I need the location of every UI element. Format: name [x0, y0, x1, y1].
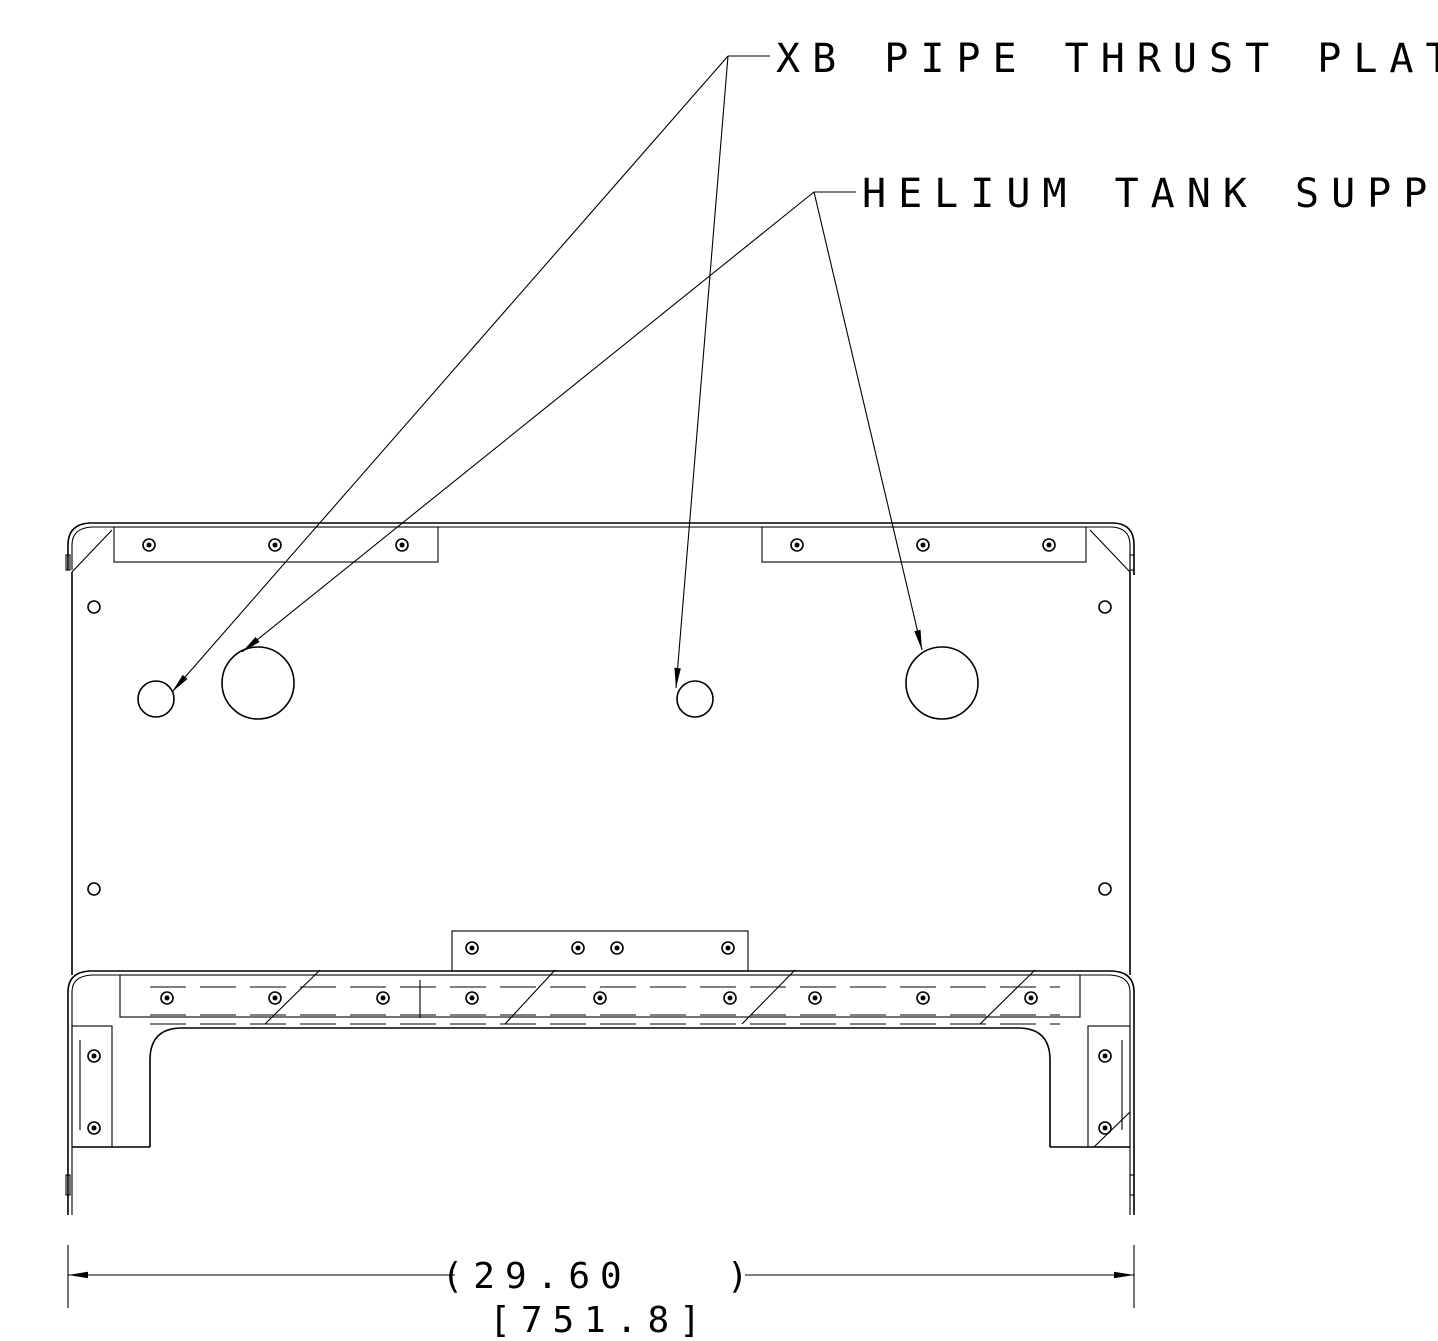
bolt-icon — [87, 1049, 101, 1063]
callout-helium-tank-support: HELIUM TANK SUPPORT — [241, 171, 1438, 653]
xb-pipe-hole — [137, 680, 175, 718]
bolt-icon — [916, 538, 930, 552]
xb-pipe-thrust-plate-label: XB PIPE THRUST PLATE — [776, 36, 1438, 82]
bolt-icon — [268, 538, 282, 552]
dimension-imperial: (29.60 ) — [442, 1256, 759, 1297]
mounting-hole — [1098, 882, 1112, 896]
bolt-icon — [593, 991, 607, 1005]
helium-tank-hole — [905, 646, 979, 720]
mounting-hole — [87, 600, 101, 614]
bolt-icon — [571, 941, 585, 955]
bolt-icon — [376, 991, 390, 1005]
bolt-icon — [1098, 1049, 1112, 1063]
xb-pipe-hole — [676, 680, 714, 718]
base-channel — [65, 554, 1135, 1215]
bolt-icon — [465, 941, 479, 955]
mounting-holes — [87, 600, 1112, 896]
callout-xb-pipe-thrust-plate: XB PIPE THRUST PLATE — [171, 36, 1438, 693]
bolt-icon — [465, 991, 479, 1005]
bolt-icon — [160, 991, 174, 1005]
mounting-hole — [87, 882, 101, 896]
mounting-hole — [1098, 600, 1112, 614]
pipe-openings — [137, 646, 979, 720]
bolt-icon — [268, 991, 282, 1005]
bolt-icon — [1042, 538, 1056, 552]
bolt-icon — [1098, 1121, 1112, 1135]
top-bolt-row — [142, 538, 1056, 552]
main-plate — [67, 522, 1135, 975]
bolt-icon — [723, 991, 737, 1005]
base-bolt-rows — [87, 941, 1112, 1135]
bolt-icon — [916, 991, 930, 1005]
bolt-icon — [721, 941, 735, 955]
bolt-icon — [790, 538, 804, 552]
bolt-icon — [1024, 991, 1038, 1005]
width-dimension: (29.60 ) [751.8] — [67, 1245, 1135, 1341]
bolt-icon — [610, 941, 624, 955]
bolt-icon — [87, 1121, 101, 1135]
bolt-icon — [142, 538, 156, 552]
helium-tank-hole — [221, 646, 295, 720]
bolt-icon — [808, 991, 822, 1005]
helium-tank-support-label: HELIUM TANK SUPPORT — [862, 171, 1438, 217]
bolt-icon — [395, 538, 409, 552]
dimension-metric: [751.8] — [489, 1300, 711, 1341]
